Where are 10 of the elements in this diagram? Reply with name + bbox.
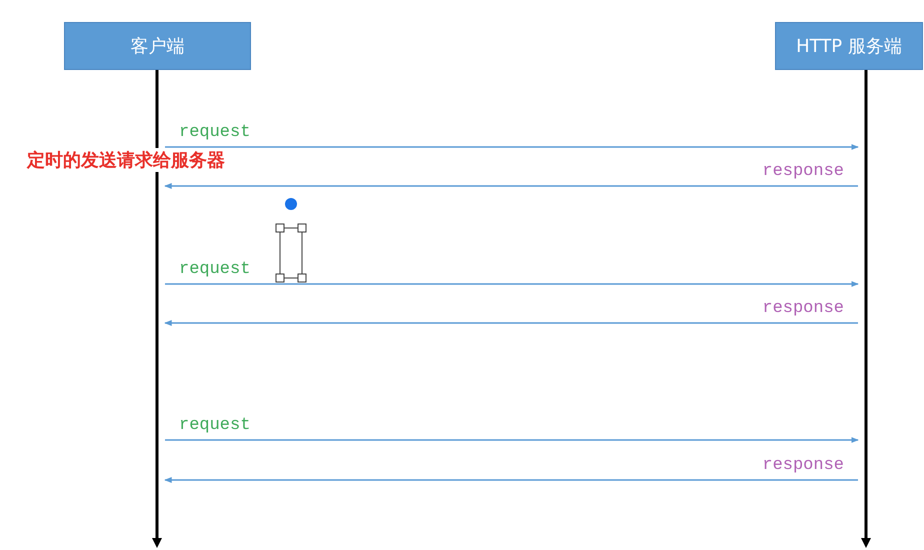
note-text: 定时的发送请求给服务器 <box>27 148 225 172</box>
lifeline-arrow <box>858 70 874 548</box>
participant-box: 客户端 <box>64 22 251 70</box>
message-arrow <box>164 320 858 326</box>
message-arrow <box>165 281 859 287</box>
message-arrow <box>164 183 858 189</box>
message-arrow <box>164 477 858 483</box>
message-arrow <box>165 437 859 443</box>
message-arrow <box>165 144 859 150</box>
participant-box: HTTP 服务端 <box>775 22 923 70</box>
